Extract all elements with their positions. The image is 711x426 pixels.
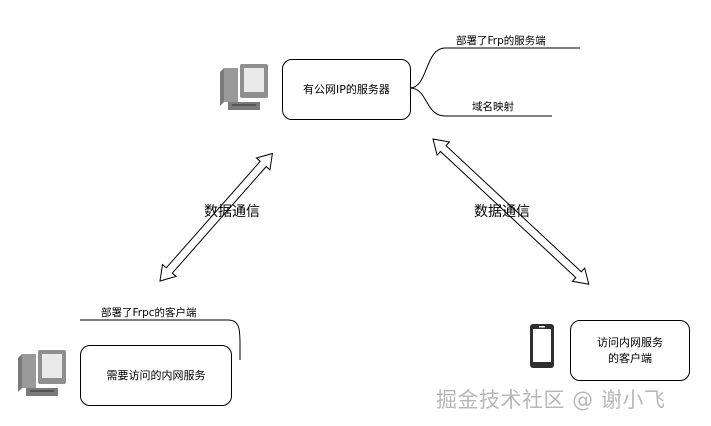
server-label: 有公网IP的服务器 bbox=[303, 82, 390, 96]
phone-icon bbox=[530, 324, 554, 368]
computer-icon bbox=[18, 350, 66, 396]
server-note-brace bbox=[409, 47, 580, 117]
right-data-arrow bbox=[432, 138, 590, 285]
right-link-label: 数据通信 bbox=[474, 204, 530, 220]
server-note-domain: 域名映射 bbox=[472, 101, 514, 113]
client-label-line2: 的客户端 bbox=[608, 351, 652, 365]
watermark: 掘金技术社区 @ 谢小飞 bbox=[436, 388, 666, 412]
left-data-arrow bbox=[159, 152, 274, 282]
client-label-line1: 访问内网服务 bbox=[597, 335, 663, 349]
internal-label: 需要访问的内网服务 bbox=[106, 368, 206, 382]
computer-icon bbox=[220, 64, 268, 110]
client-node: 访问内网服务 的客户端 bbox=[570, 320, 690, 381]
internal-note-frpc: 部署了Frpc的客户端 bbox=[101, 307, 197, 319]
internal-node: 需要访问的内网服务 bbox=[80, 345, 232, 406]
server-node: 有公网IP的服务器 bbox=[282, 59, 411, 120]
internal-note-brace bbox=[80, 319, 241, 360]
server-note-frps: 部署了Frp的服务端 bbox=[456, 35, 546, 47]
left-link-label: 数据通信 bbox=[204, 204, 260, 220]
